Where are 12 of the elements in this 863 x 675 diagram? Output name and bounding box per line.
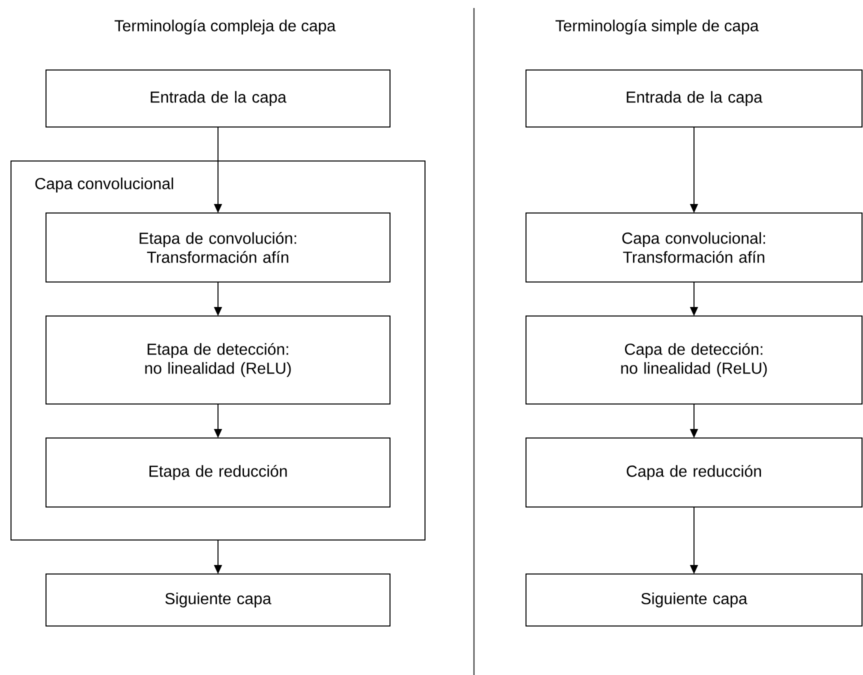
process-box: Capa de reducción bbox=[526, 438, 862, 508]
process-box: Siguiente capa bbox=[526, 574, 862, 626]
process-box: Etapa de reducción bbox=[46, 438, 390, 508]
process-box: Entrada de la capa bbox=[526, 70, 862, 128]
process-box: Entrada de la capa bbox=[46, 70, 390, 128]
process-box: Etapa de detección: no linealidad (ReLU) bbox=[46, 316, 390, 404]
process-box: Siguiente capa bbox=[46, 574, 390, 626]
column-heading: Terminología compleja de capa bbox=[114, 19, 336, 35]
column-heading: Terminología simple de capa bbox=[556, 19, 759, 35]
process-box: Capa convolucional: Transformación afín bbox=[526, 212, 862, 282]
process-box: Capa de detección: no linealidad (ReLU) bbox=[526, 316, 862, 404]
process-box: Etapa de convolución: Transformación afín bbox=[46, 212, 390, 282]
